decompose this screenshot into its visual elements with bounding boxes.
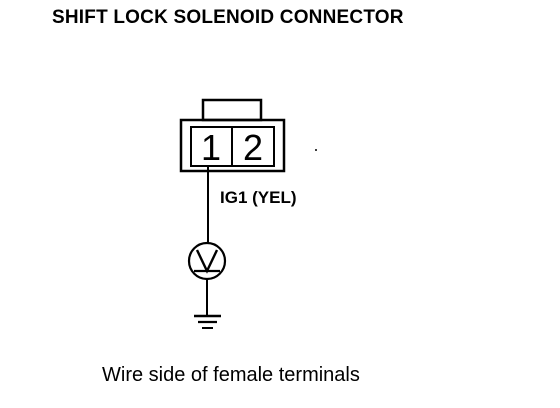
terminal-1-number: 1 (201, 127, 221, 168)
terminal-2-number: 2 (243, 127, 263, 168)
wire-label: IG1 (YEL) (220, 188, 297, 207)
diagram-caption: Wire side of female terminals (102, 364, 360, 386)
connector-body (179, 118, 286, 173)
terminal-cell-2 (231, 126, 275, 167)
diagram-title: SHIFT LOCK SOLENOID CONNECTOR (52, 7, 404, 28)
ground-icon (194, 314, 221, 329)
voltmeter-icon (187, 241, 227, 281)
connector-lock-tab (201, 98, 263, 122)
stray-dot (315, 149, 317, 151)
